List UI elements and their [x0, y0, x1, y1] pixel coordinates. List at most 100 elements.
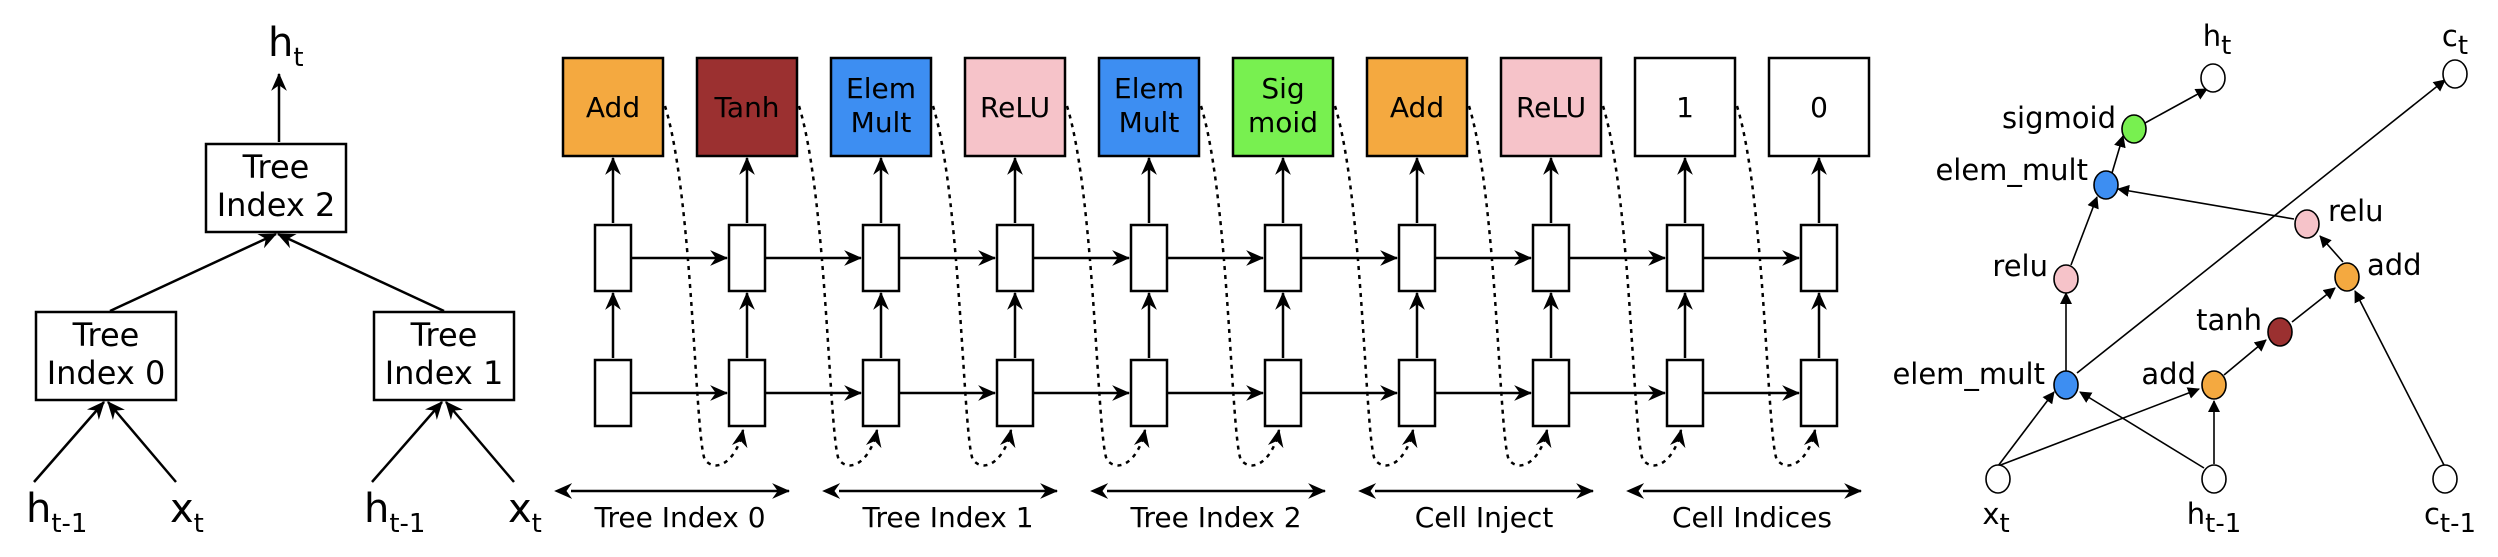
label-ht: ht	[2203, 19, 2232, 61]
label-sigmoid: sigmoid	[2002, 101, 2116, 135]
state-box-lower-6	[1397, 358, 1437, 428]
op-box-8	[1633, 56, 1737, 158]
dotted-link-6	[1467, 105, 1552, 467]
state-box-lower-9	[1799, 358, 1839, 428]
dotted-link-3	[1065, 105, 1150, 467]
op-label-0-0: Add	[586, 91, 640, 124]
edge-ct1-to-add-right	[2354, 290, 2446, 468]
tree-index-0-line1: Tree	[72, 316, 140, 354]
tree-input-h-1: ht-1	[364, 486, 425, 539]
tree-index-2-line1: Tree	[242, 148, 310, 186]
dotted-link-4	[1199, 105, 1284, 467]
range-label-1: Tree Index 1	[861, 501, 1033, 534]
op-box-7	[1499, 56, 1603, 158]
op-box-6	[1365, 56, 1469, 158]
state-box-lower-8	[1665, 358, 1705, 428]
label-ct-1: ct-1	[2424, 497, 2476, 539]
dotted-link-8	[1735, 105, 1820, 467]
tree-input-x-1: xt	[508, 486, 542, 539]
edge-ht1-to-elemmult-bottom	[2079, 391, 2205, 469]
op-label-4-1: Mult	[1119, 106, 1180, 139]
edge-tanh-to-add-right	[2291, 287, 2336, 323]
label-add-bottom: add	[2141, 357, 2196, 391]
range-label-4: Cell Indices	[1672, 501, 1832, 534]
tree-edge-1-to-2	[276, 232, 445, 313]
state-box-upper-9	[1799, 223, 1839, 293]
dotted-link-0	[663, 105, 748, 467]
op-box-0	[561, 56, 665, 158]
state-box-upper-1	[727, 223, 767, 293]
tree-input-x-0: xt	[170, 486, 204, 539]
state-box-upper-0	[593, 223, 633, 293]
op-label-6-0: Add	[1390, 91, 1444, 124]
state-box-lower-7	[1531, 358, 1571, 428]
dotted-link-1	[797, 105, 882, 467]
node-sigmoid	[2121, 114, 2147, 144]
label-ct: ct	[2442, 19, 2468, 61]
edge-elemmult-top-to-sigmoid	[2111, 135, 2126, 174]
state-box-lower-1	[727, 358, 767, 428]
label-tanh: tanh	[2196, 303, 2262, 337]
label-add-right: add	[2367, 248, 2422, 282]
state-box-upper-8	[1665, 223, 1705, 293]
node-ht-1	[2201, 464, 2227, 494]
node-elem-mult-top	[2093, 170, 2119, 200]
node-tanh	[2267, 317, 2293, 347]
op-label-1-0: Tanh	[713, 91, 779, 124]
op-label-8-0: 1	[1676, 91, 1694, 124]
op-box-2	[829, 56, 933, 158]
op-label-2-0: Elem	[846, 72, 916, 105]
state-box-upper-6	[1397, 223, 1437, 293]
tree-edge-x-to-1	[445, 401, 515, 483]
tree-edge-h-to-1	[371, 401, 443, 483]
op-box-3	[963, 56, 1067, 158]
tree-input-h-0: ht-1	[26, 486, 87, 539]
dotted-link-2	[931, 105, 1016, 467]
dotted-link-5	[1333, 105, 1418, 467]
op-label-2-1: Mult	[851, 106, 912, 139]
op-label-9-0: 0	[1810, 91, 1828, 124]
range-label-3: Cell Inject	[1415, 501, 1554, 534]
tree-edge-h-to-0	[33, 401, 105, 483]
edge-add-right-to-relu-right	[2319, 235, 2344, 263]
tree-index-2-box	[204, 142, 348, 234]
node-ct	[2442, 59, 2468, 89]
node-elem-mult-bottom	[2053, 370, 2079, 400]
tree-index-1-line2: Index 1	[385, 354, 504, 392]
node-relu-right	[2294, 209, 2320, 239]
compute-graph: ht ct sigmoid elem_mult relu relu add ta…	[1892, 19, 2476, 539]
op-label-5-0: Sig	[1261, 72, 1304, 105]
state-box-upper-3	[995, 223, 1035, 293]
label-elem-mult-top: elem_mult	[1935, 153, 2088, 187]
tree-index-1-line1: Tree	[410, 316, 478, 354]
op-label-4-0: Elem	[1114, 72, 1184, 105]
node-relu-left	[2053, 264, 2079, 294]
label-elem-mult-bottom: elem_mult	[1892, 357, 2045, 391]
tree-index-0-line2: Index 0	[47, 354, 166, 392]
node-xt	[1985, 464, 2011, 494]
op-box-4	[1097, 56, 1201, 158]
edge-elemmult-bottom-to-ct	[2076, 79, 2446, 374]
left-tree: ht Tree Index 2 Tree Index 0 Tree Index …	[26, 20, 542, 539]
dotted-link-7	[1601, 105, 1686, 467]
node-ct-1	[2432, 464, 2458, 494]
node-add-bottom	[2201, 370, 2227, 400]
tree-index-0-box	[34, 310, 178, 402]
tree-output-label: ht	[268, 20, 304, 73]
tree-index-1-box	[372, 310, 516, 402]
range-label-0: Tree Index 0	[593, 501, 765, 534]
node-add-right	[2334, 262, 2360, 292]
state-box-lower-2	[861, 358, 901, 428]
node-ht	[2200, 63, 2226, 93]
label-relu-right: relu	[2328, 194, 2384, 228]
edge-sigmoid-to-ht	[2144, 88, 2208, 124]
state-box-lower-5	[1263, 358, 1303, 428]
op-label-7-0: ReLU	[1516, 91, 1586, 124]
label-relu-left: relu	[1992, 249, 2048, 283]
op-label-5-1: moid	[1248, 106, 1318, 139]
label-xt: xt	[1982, 497, 2009, 539]
state-box-upper-5	[1263, 223, 1303, 293]
op-box-1	[695, 56, 799, 158]
